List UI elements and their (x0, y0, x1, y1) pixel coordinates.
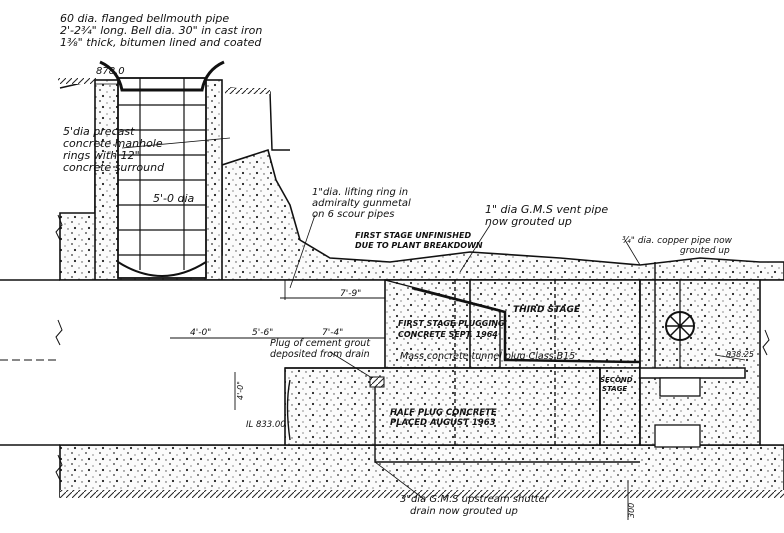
half-plug (284, 367, 601, 446)
lifting-label-1: 1"dia. lifting ring in (312, 187, 408, 198)
second-stage-1: SECOND (600, 376, 633, 384)
half-plug-1: HALF PLUG CONCRETE (390, 408, 497, 418)
third-stage-label: THIRD STAGE (513, 305, 581, 315)
half-plug-2: PLACED AUGUST 1963 (390, 418, 496, 428)
manhole-label-4: concrete surround (63, 161, 165, 174)
manhole-shaft (117, 77, 207, 279)
bellmouth-label-2: 2'-2¾" long. Bell dia. 30" in cast iron (60, 24, 262, 37)
ground-surface (58, 78, 290, 151)
ladder-rungs (118, 78, 206, 270)
lifting-label-3: on 6 scour pipes (312, 209, 394, 220)
manhole-label-2: concrete manhole (63, 137, 163, 150)
vent-label-1: 1" dia G.M.S vent pipe (485, 203, 608, 216)
bellmouth-label-3: 1⅜" thick, bitumen lined and coated (60, 36, 262, 49)
grout-plug (369, 376, 385, 388)
dim-left-vertical: 4'-0" (236, 381, 245, 400)
shaft-bottom (117, 261, 207, 277)
dim-5-6: 5'-6" (252, 328, 273, 338)
valve-platform (639, 367, 746, 379)
dim-7-9: 7'-9" (340, 289, 361, 299)
manhole-label-1: 5'dia precast (63, 125, 135, 138)
sump (654, 424, 701, 448)
vent-pipe (411, 286, 641, 364)
lifting-label-2: admiralty gunmetal (312, 198, 411, 209)
dim-4-0: 4'-0" (190, 328, 211, 338)
lower-tunnel-lining (59, 444, 784, 498)
bellmouth-label-1: 60 dia. flanged bellmouth pipe (60, 12, 229, 25)
leader-lines (95, 83, 746, 501)
first-unfinished-1: FIRST STAGE UNFINISHED (355, 231, 471, 240)
drain-label-2: drain now grouted up (410, 506, 518, 517)
grout-label-2: deposited from drain (270, 349, 370, 360)
drain-label-1: 3"dia G.M.S upstream shutter (400, 494, 550, 505)
copper-label-2: grouted up (680, 246, 730, 256)
dim-7-4: 7'-4" (322, 328, 343, 338)
dimension-lines (170, 280, 629, 520)
manhole-label-3: rings with 12" (63, 149, 140, 162)
first-plug-1: FIRST STAGE PLUGGING (398, 319, 505, 328)
mass-concrete-label: Mass concrete tunnel plug Class B15 (400, 351, 575, 362)
vent-label-2: now grouted up (485, 215, 572, 228)
level-top: 878.0 (96, 66, 125, 77)
il-level: IL 833.00 (246, 420, 286, 430)
copper-label-1: ¾" dia. copper pipe now (622, 236, 733, 246)
valve-box (659, 377, 701, 397)
dim-bottom-vertical: 300 (627, 503, 636, 518)
first-plug-2: CONCRETE SEPT. 1964 (398, 330, 498, 339)
shaft-dia: 5'-0 dia (153, 192, 195, 205)
ground-hatch-bottom (60, 490, 784, 498)
bellmouth-pipe (99, 60, 225, 92)
break-lines (55, 214, 770, 481)
right-plug (639, 279, 761, 446)
grout-label-1: Plug of cement grout (270, 338, 371, 349)
first-unfinished-2: DUE TO PLANT BREAKDOWN (355, 241, 483, 250)
second-stage-2: STAGE (602, 385, 627, 393)
level-right: 838.25 (726, 350, 754, 359)
